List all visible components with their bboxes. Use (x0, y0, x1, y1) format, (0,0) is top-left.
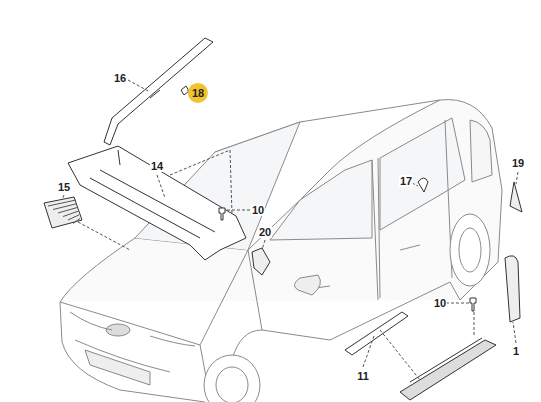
callout-number: 17 (399, 175, 413, 187)
callout-number: 16 (113, 72, 127, 84)
callout-number: 11 (356, 370, 370, 382)
callout-number: 20 (258, 226, 272, 238)
callout-number: 19 (511, 157, 525, 169)
callout-number: 15 (57, 181, 71, 193)
callout-number: 1 (512, 345, 520, 357)
callout-number: 10 (433, 297, 447, 309)
callout-number: 10 (251, 204, 265, 216)
callout-number: 18 (192, 87, 204, 99)
callout-number: 14 (150, 160, 164, 172)
highlight-circle: 18 (188, 83, 208, 103)
grille-slat (63, 211, 78, 216)
grille-slat (68, 215, 79, 220)
